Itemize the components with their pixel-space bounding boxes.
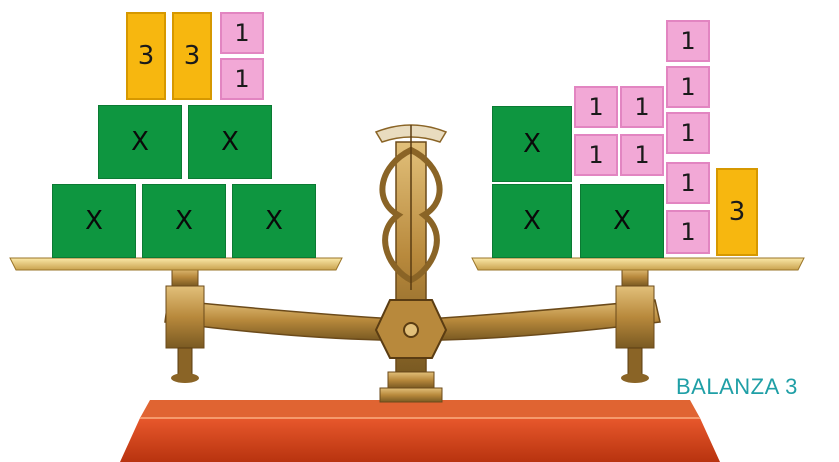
scale-column: [376, 125, 446, 402]
figure-caption: BALANZA 3: [676, 374, 798, 400]
right-pan: [472, 258, 804, 270]
right-block-one: 1: [574, 86, 618, 128]
right-block-one: 1: [666, 112, 710, 154]
left-block-three: 3: [126, 12, 166, 100]
left-block-one: 1: [220, 58, 264, 100]
right-block-one: 1: [620, 86, 664, 128]
left-block-x: X: [52, 184, 136, 258]
right-block-three: 3: [716, 168, 758, 256]
scale-base: [120, 400, 720, 462]
left-block-x: X: [142, 184, 226, 258]
scale-beam: [165, 300, 660, 358]
right-block-one: 1: [666, 210, 710, 254]
right-block-one: 1: [666, 66, 710, 108]
right-block-x: X: [492, 106, 572, 182]
left-block-one: 1: [220, 12, 264, 54]
left-block-x: X: [232, 184, 316, 258]
right-block-x: X: [580, 184, 664, 258]
right-block-one: 1: [666, 20, 710, 62]
left-block-x: X: [98, 105, 182, 179]
right-block-one: 1: [574, 134, 618, 176]
right-block-one: 1: [620, 134, 664, 176]
left-pan-support: [166, 268, 204, 383]
left-block-x: X: [188, 105, 272, 179]
right-block-x: X: [492, 184, 572, 258]
right-pan-support: [616, 268, 654, 383]
left-pan: [10, 258, 342, 270]
right-block-one: 1: [666, 162, 710, 204]
left-block-three: 3: [172, 12, 212, 100]
